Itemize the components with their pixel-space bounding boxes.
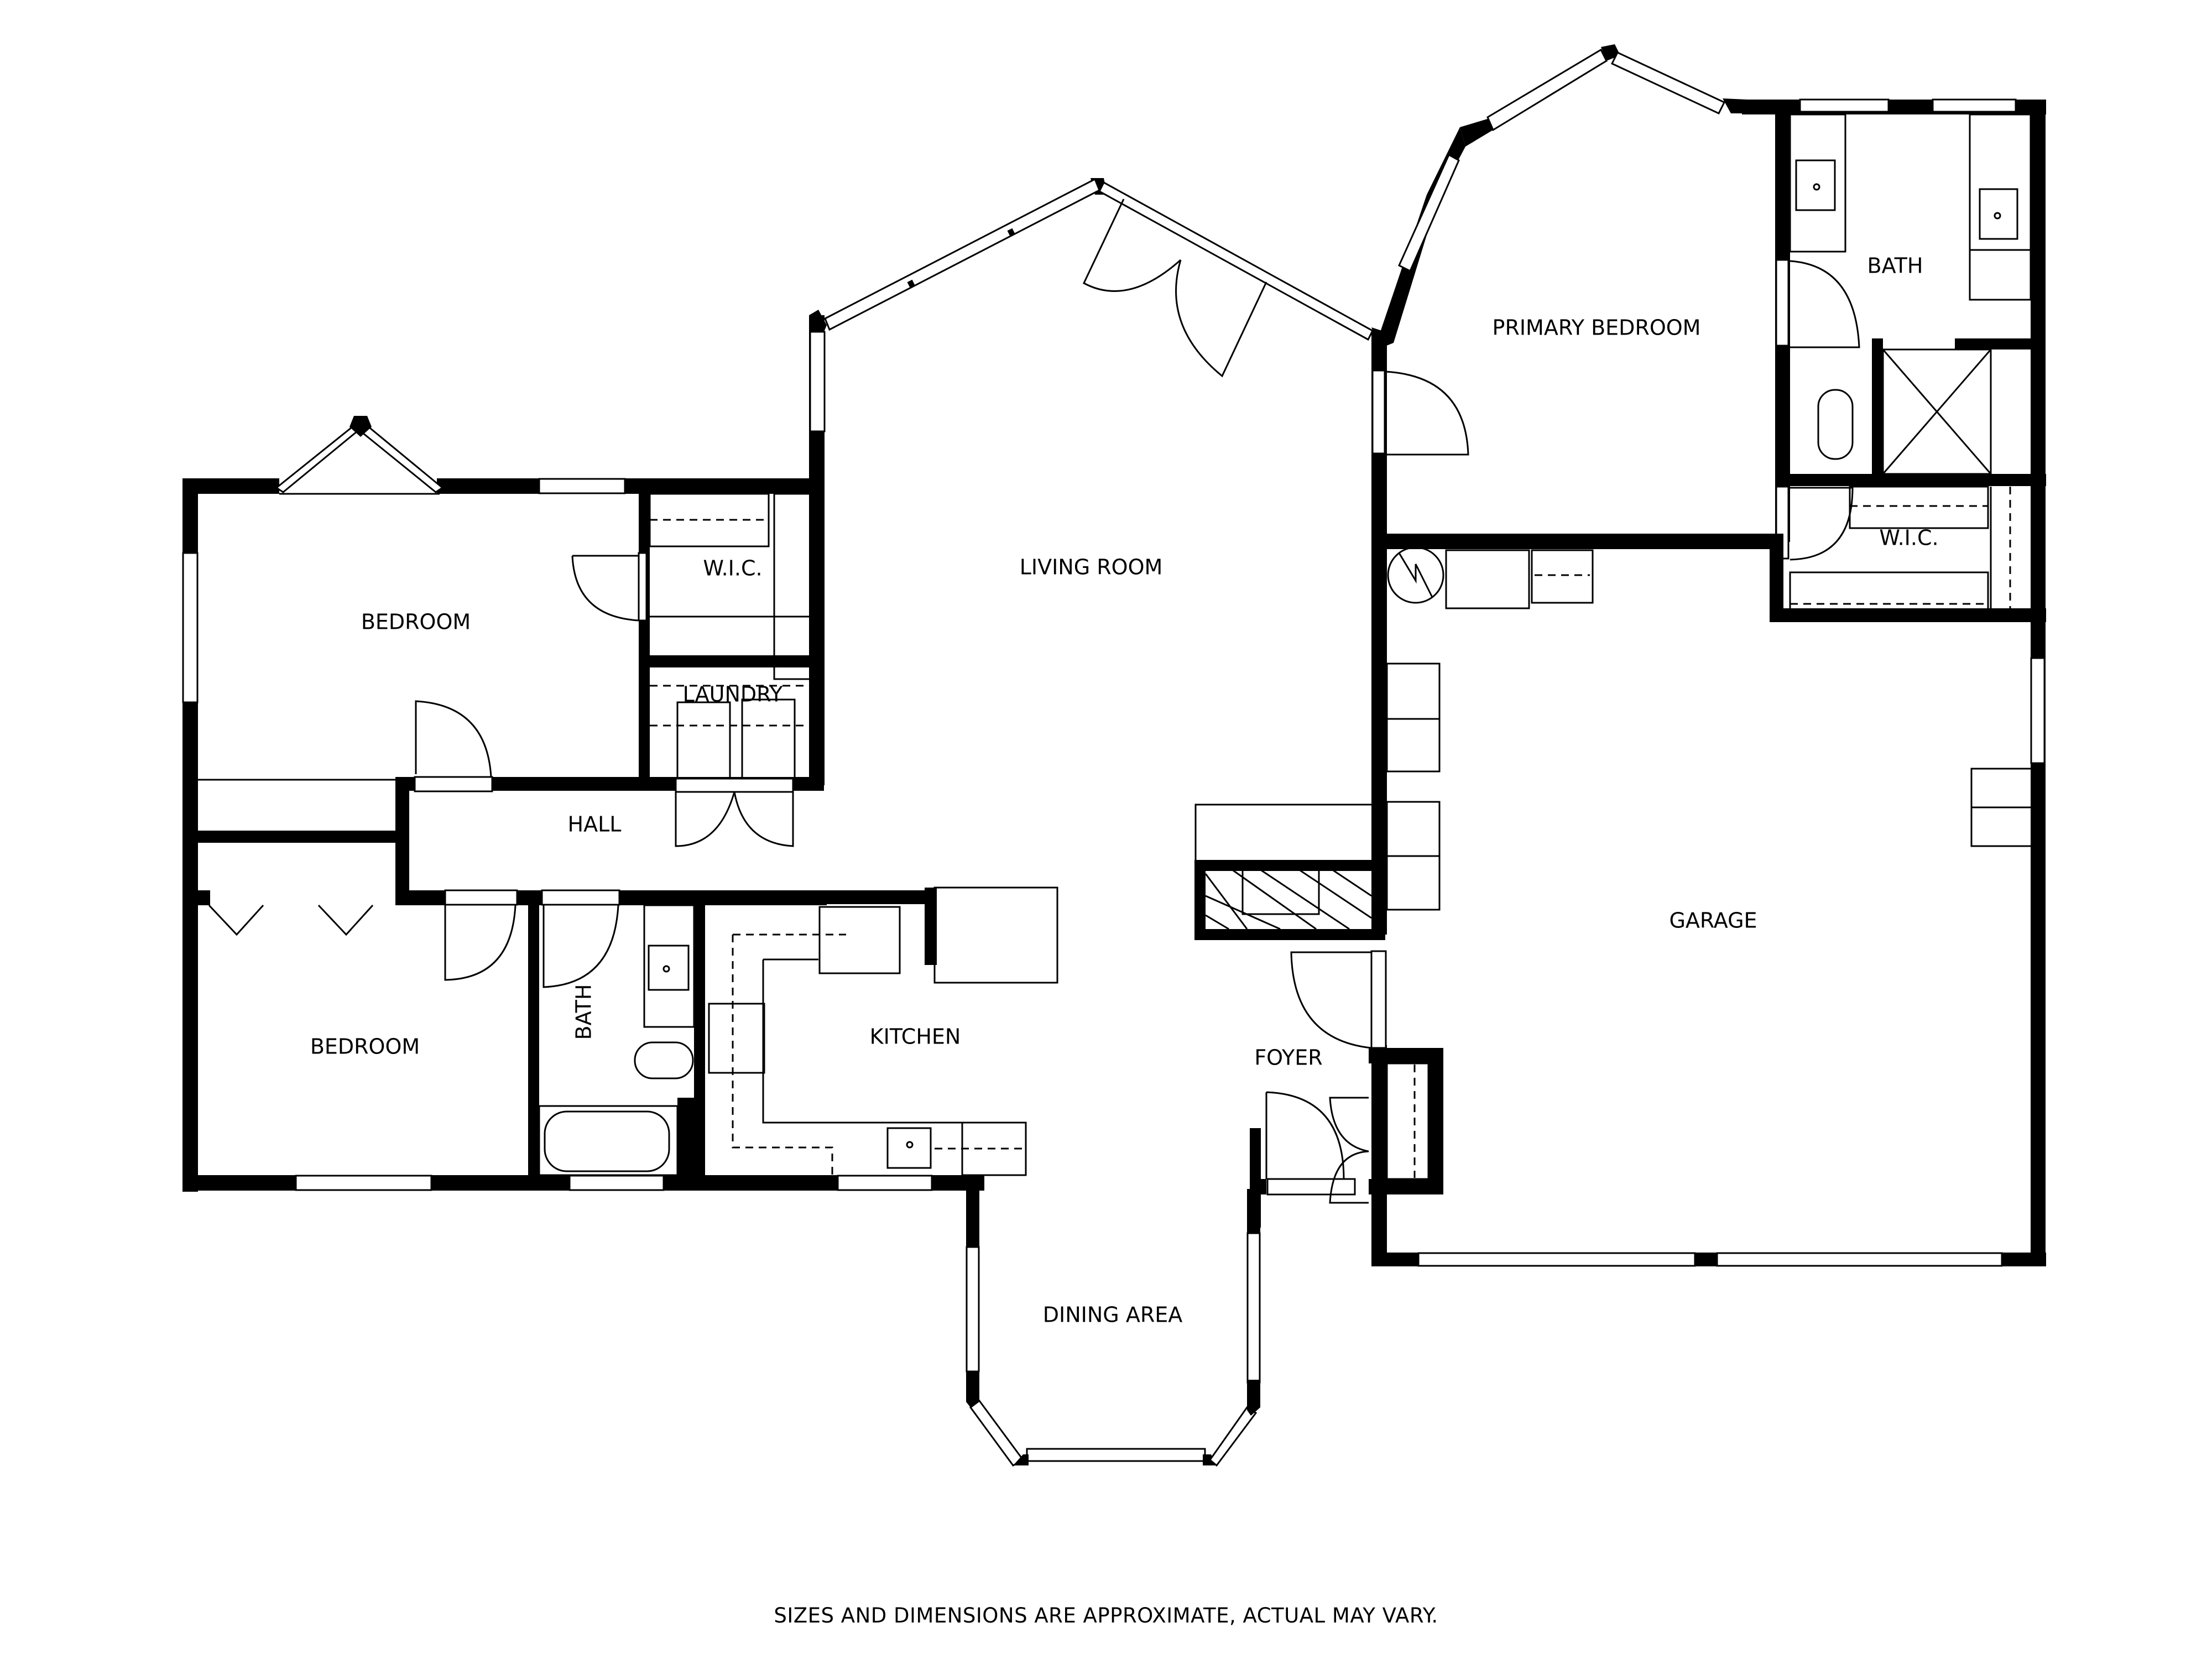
disclaimer-text: SIZES AND DIMENSIONS ARE APPROXIMATE, AC… (774, 1604, 1438, 1627)
bedroom-1-door (414, 700, 493, 792)
garage (1371, 546, 2046, 1267)
bathtub-icon (544, 1110, 670, 1172)
room-label-bedroom-1: BEDROOM (361, 610, 471, 634)
bedroom-1-wic-door (571, 552, 648, 622)
toilet-icon (1817, 389, 1854, 460)
dining-area (966, 1189, 1261, 1467)
kitchen-sink-icon (886, 1127, 932, 1169)
vanity-sink-icon (1795, 159, 1836, 211)
kitchen (708, 886, 1058, 1191)
dryer-icon (741, 698, 796, 781)
room-label-primary-wic: W.I.C. (1879, 526, 1938, 550)
primary-bedroom-windows (1398, 48, 1726, 273)
room-label-living-room: LIVING ROOM (1020, 555, 1163, 580)
hall-bath (538, 889, 695, 1191)
room-label-bedroom-1-wic: W.I.C. (703, 556, 762, 581)
room-label-dining-area: DINING AREA (1043, 1303, 1182, 1327)
bedroom-1-top-window (538, 478, 626, 494)
bedroom-1-left-window (182, 552, 199, 703)
vanity-sink-icon (1979, 188, 2018, 240)
bedroom-2-window (295, 1175, 432, 1191)
room-label-primary-bedroom: PRIMARY BEDROOM (1493, 316, 1701, 340)
room-label-primary-bath: BATH (1867, 254, 1923, 278)
refrigerator-icon (818, 906, 901, 974)
room-label-laundry: LAUNDRY (683, 682, 784, 707)
living-room-windows (809, 178, 1374, 432)
living-room-french-doors (1083, 199, 1267, 378)
washer-icon (676, 701, 731, 784)
water-heater-icon (1387, 546, 1444, 604)
bedroom-1-bay-window (275, 416, 444, 495)
fireplace-icon (1194, 804, 1385, 940)
bedroom-2-closet-bifold-doors (208, 904, 374, 936)
room-label-garage: GARAGE (1669, 909, 1757, 933)
room-label-hall: HALL (568, 812, 622, 837)
range-cooktop-icon (708, 1003, 765, 1074)
laundry-room (650, 685, 810, 847)
toilet-icon (634, 1041, 694, 1079)
room-label-hall-bath: BATH (572, 984, 596, 1040)
primary-bedroom-door (1371, 369, 1469, 456)
bedroom-1-walls (182, 315, 825, 1192)
bedroom-1-wic-shelving (649, 493, 811, 680)
room-label-bedroom-2: BEDROOM (310, 1035, 420, 1059)
vanity-sink-icon (648, 945, 690, 991)
foyer (1250, 950, 1443, 1228)
room-label-foyer: FOYER (1254, 1046, 1322, 1070)
bedroom-2-door (444, 889, 518, 981)
room-label-kitchen: KITCHEN (870, 1025, 961, 1049)
primary-wic (1770, 486, 2046, 622)
